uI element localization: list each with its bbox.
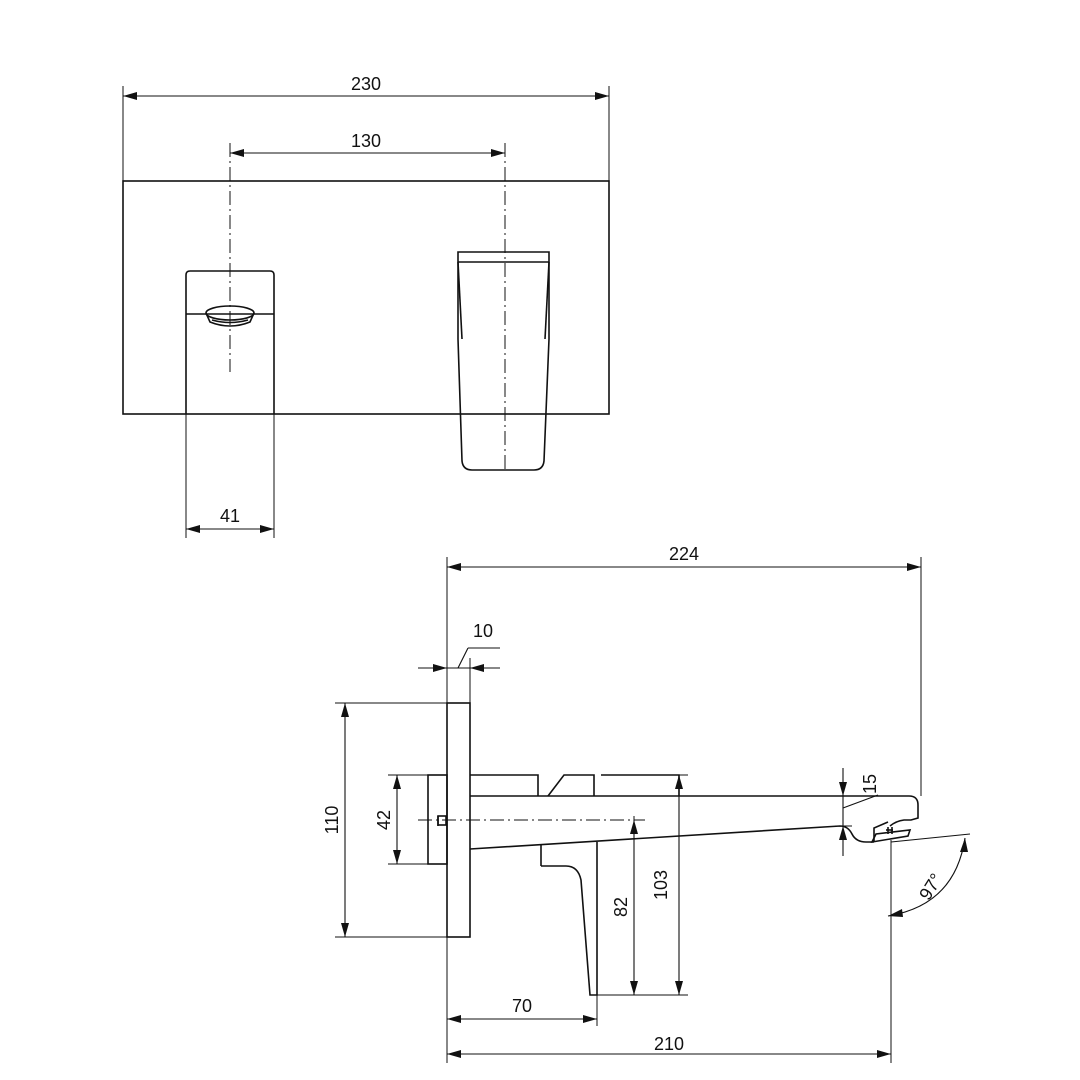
side-spout — [469, 795, 919, 850]
dim-label-224: 224 — [669, 544, 699, 564]
dim-label-41: 41 — [220, 506, 240, 526]
dimension-10: 10 — [418, 621, 500, 672]
dim-label-103: 103 — [651, 870, 671, 900]
front-spout — [457, 251, 550, 471]
dim-label-82: 82 — [611, 897, 631, 917]
front-view: 230 130 41 — [122, 74, 610, 538]
dim-label-70: 70 — [512, 996, 532, 1016]
front-wall-plate — [122, 180, 610, 415]
angle-97: 97° — [887, 833, 971, 917]
dimension-130: 130 — [230, 131, 505, 157]
side-handle — [470, 774, 680, 996]
dim-label-230: 230 — [351, 74, 381, 94]
dim-label-42: 42 — [374, 810, 394, 830]
dim-label-110: 110 — [322, 806, 342, 835]
dim-label-97: 97° — [915, 870, 946, 904]
dimension-70: 70 — [447, 996, 597, 1023]
dimension-82: 82 — [611, 820, 638, 995]
dimension-42: 42 — [374, 775, 401, 864]
dimension-224: 224 — [447, 544, 921, 571]
side-view: 224 10 110 42 — [322, 544, 971, 1063]
dim-label-15: 15 — [860, 774, 880, 794]
dim-label-210: 210 — [654, 1034, 684, 1054]
dim-label-130: 130 — [351, 131, 381, 151]
dimension-41: 41 — [186, 506, 274, 533]
dim-label-10: 10 — [473, 621, 493, 641]
dimension-110: 110 — [322, 703, 349, 937]
dimension-230: 230 — [123, 74, 609, 100]
dimension-15: 15 — [839, 768, 880, 856]
dimension-210: 210 — [447, 1034, 891, 1058]
dimension-103: 103 — [651, 775, 683, 995]
